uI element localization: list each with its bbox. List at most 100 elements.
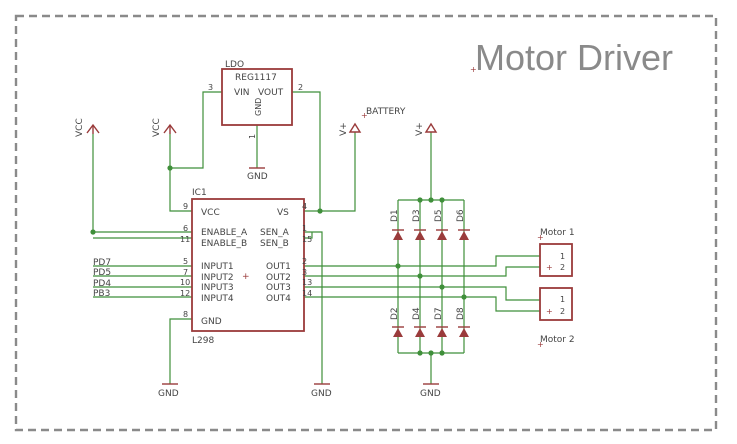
ic-pin-out1: OUT1 (266, 262, 291, 272)
gnd-label-sense: GND (311, 389, 332, 399)
diode-icon (415, 328, 425, 337)
motor-1-label: Motor 1 (540, 228, 575, 238)
wire-out4-motor (464, 296, 540, 312)
motor-1-pin-mark: + (546, 263, 553, 272)
diode-label-d4: D4 (412, 307, 422, 320)
motor-2-connector: Motor 2 + 1 2 + (537, 287, 575, 349)
ic-pin-num-2: 2 (302, 257, 307, 266)
sheet-frame (14, 14, 718, 432)
ldo-pin-num-vin: 3 (208, 83, 213, 92)
wire-out2-motor (420, 266, 540, 277)
motor-1-connector: Motor 1 + 1 2 + (537, 228, 575, 277)
diode-d5: D5 (434, 209, 448, 240)
diode-d8: D8 (456, 307, 470, 337)
ldo-name: LDO (225, 60, 244, 70)
motor-1-pin2: 2 (560, 263, 565, 272)
motor-2-label: Motor 2 (540, 335, 575, 345)
ic-pin-num-13: 13 (302, 278, 312, 287)
net-label-pb3: PB3 (93, 289, 110, 299)
wire-vcc-enable-a (92, 134, 192, 233)
ic-pin-vcc: VCC (201, 208, 220, 218)
wire-sen-a (304, 231, 323, 384)
diode-icon (437, 231, 447, 240)
input-net-labels: PD7 PD5 PD4 PB3 (93, 258, 111, 299)
motor-1-pin1: 1 (560, 252, 565, 261)
diode-d1: D1 (390, 209, 404, 240)
ic-value: L298 (192, 336, 214, 346)
sheet-title: Motor Driver (475, 37, 673, 78)
diode-label-d3: D3 (412, 209, 422, 222)
ic-pin-input1: INPUT1 (201, 262, 234, 272)
ldo-pin-num-vout: 2 (298, 83, 303, 92)
ic-pin-num-1: 1 (302, 224, 307, 233)
vplus-arrow-icon (424, 122, 438, 133)
diode-label-d2: D2 (390, 307, 400, 320)
ldo-pin-vout: VOUT (258, 88, 284, 98)
ic-origin-mark: + (242, 272, 250, 282)
diode-d7: D7 (434, 307, 448, 337)
ic-pin-num-11: 11 (180, 235, 190, 244)
wire-ic-gnd (169, 318, 192, 384)
wire-out1-motor (398, 255, 540, 267)
gnd-label-ic: GND (158, 389, 179, 399)
diode-d3: D3 (412, 209, 426, 240)
ic-pin-input4: INPUT4 (201, 294, 234, 304)
ic-pin-num-5: 5 (183, 257, 188, 266)
battery-net-label: BATTERY (366, 107, 406, 117)
gnd-label-ldo: GND (247, 172, 268, 182)
wire-ldo-vout (292, 91, 321, 212)
wire-ldo-vin (170, 91, 222, 169)
ic-pin-gnd: GND (201, 317, 222, 327)
ic-pin-num-9: 9 (183, 202, 188, 211)
ic-pin-out4: OUT4 (266, 294, 291, 304)
ic-pin-sen-a: SEN_A (260, 228, 290, 238)
ic-pin-vs: VS (277, 208, 289, 218)
diode-icon (393, 328, 403, 337)
vcc-label-1: VCC (75, 118, 85, 137)
ic-pin-num-6: 6 (183, 224, 188, 233)
battery-origin-mark: + (361, 111, 368, 120)
diode-d6: D6 (456, 209, 470, 240)
motor-1-origin-mark: + (537, 233, 544, 242)
diode-d2: D2 (390, 307, 404, 337)
diode-icon (415, 231, 425, 240)
vplus-arrow-icon (348, 122, 362, 133)
ic-pin-num-7: 7 (183, 268, 188, 277)
diode-label-d8: D8 (456, 307, 466, 320)
diode-label-d1: D1 (390, 209, 400, 222)
ic-pin-input3: INPUT3 (201, 283, 234, 293)
gnd-symbol-bridge: GND (420, 383, 441, 399)
vplus-supply-battery: V+ BATTERY + (339, 107, 406, 136)
motor-2-pin2: 2 (560, 307, 565, 316)
motor-2-origin-mark: + (537, 340, 544, 349)
ldo-pin-num-gnd: 1 (248, 134, 257, 139)
vcc-label-2: VCC (152, 118, 162, 137)
ldo-pin-vin: VIN (234, 88, 250, 98)
ic-pin-num-15: 15 (302, 235, 312, 244)
title-origin-mark: + (470, 65, 477, 74)
diode-icon (393, 231, 403, 240)
ic-pin-enable-a: ENABLE_A (201, 228, 248, 238)
ic-pin-out2: OUT2 (266, 273, 291, 283)
ldo-pin-gnd: GND (254, 98, 263, 116)
diode-icon (459, 328, 469, 337)
net-label-pd5: PD5 (93, 268, 111, 278)
ic-pin-num-4: 4 (302, 202, 307, 211)
wire-vcc-ic (169, 134, 192, 212)
ldo-regulator: LDO REG1117 VIN VOUT GND 3 2 1 (208, 60, 303, 139)
gnd-label-bridge: GND (420, 389, 441, 399)
gnd-symbol-sense: GND (311, 383, 332, 399)
net-label-pd4: PD4 (93, 279, 111, 289)
ic-pin-sen-b: SEN_B (260, 239, 289, 249)
ic-name: IC1 (192, 188, 207, 198)
vcc-supply-2: VCC (152, 118, 177, 137)
ldo-value: REG1117 (235, 73, 277, 83)
ic-pin-input2: INPUT2 (201, 273, 234, 283)
ic-l298: IC1 L298 + VCC ENABLE_A ENABLE_B INPUT1 … (180, 188, 312, 346)
motor-2-pin1: 1 (560, 295, 565, 304)
motor-2-pin-mark: + (546, 307, 553, 316)
diode-icon (437, 328, 447, 337)
wire-sen-b (304, 232, 313, 239)
